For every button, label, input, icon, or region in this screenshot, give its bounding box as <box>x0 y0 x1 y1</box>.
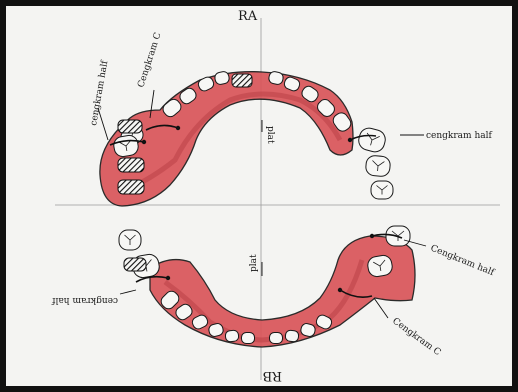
lower-clasp-half-left-tip <box>166 276 170 280</box>
tooth <box>225 330 239 342</box>
lower-plate <box>150 236 415 347</box>
molar-tooth <box>119 230 141 250</box>
upper-label-cengkram-half-right: cengkram half <box>426 131 492 141</box>
molar-tooth <box>365 155 391 177</box>
lower-label-cengkram-half-right: Cengkram half <box>429 244 496 279</box>
upper-hatched-rest <box>118 120 142 133</box>
upper-label-cengkram-half-left: cengkram half <box>89 59 110 126</box>
lower-arch-label: RB <box>263 368 282 383</box>
upper-arch-label: RA <box>238 9 258 24</box>
lower-leader-c <box>374 298 388 318</box>
upper-arch: RA Cengkram C cengkram half plat cengkra… <box>89 9 492 206</box>
upper-hatched-rest <box>118 180 144 194</box>
lower-arch: RB cengkram half plat Cengkram half Ceng… <box>52 226 496 383</box>
upper-clasp-half-right-tip <box>348 138 352 142</box>
lower-label-cengkram-c: Cengkram C <box>390 316 442 358</box>
tooth <box>242 333 255 344</box>
lower-label-cengkram-half-left: cengkram half <box>52 295 118 305</box>
molar-tooth <box>371 181 393 199</box>
upper-label-cengkram-c: Cengkram C <box>136 31 163 89</box>
molar-tooth <box>357 126 388 154</box>
upper-clasp-half-left-tip <box>142 140 146 144</box>
lower-clasp-c-tip <box>338 288 342 292</box>
upper-clasp-c-tip <box>176 126 180 130</box>
lower-clasp-half-right-tip <box>370 234 374 238</box>
lower-hatched-rest <box>124 258 146 271</box>
upper-hatched-rest <box>118 158 144 172</box>
tooth <box>285 330 299 342</box>
tooth <box>270 333 283 344</box>
upper-label-plat: plat <box>265 126 275 144</box>
upper-hatched-rest <box>232 74 252 87</box>
lower-leader-half-left <box>120 290 136 294</box>
lower-label-plat: plat <box>249 254 259 272</box>
